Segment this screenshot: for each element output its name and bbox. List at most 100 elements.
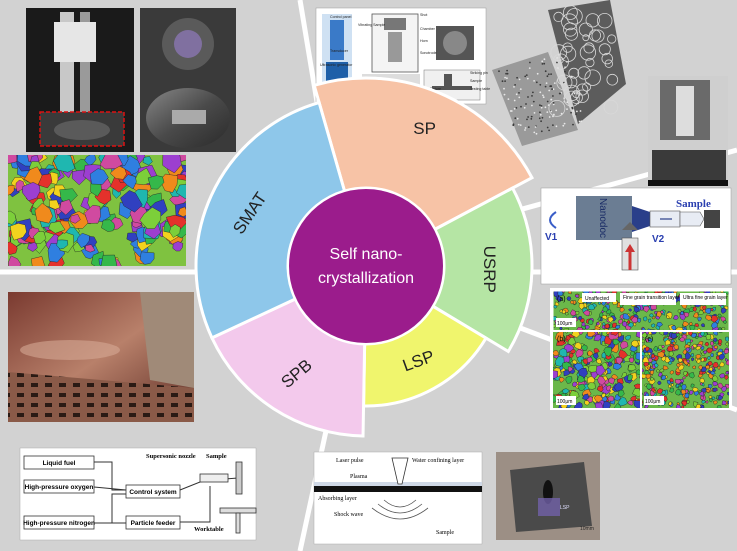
sem-pore xyxy=(582,82,592,92)
usrp-grain xyxy=(605,354,612,360)
ebsd-a-label: (a) xyxy=(557,296,566,303)
sem-grain xyxy=(540,120,542,123)
usrp-grain xyxy=(675,333,680,337)
usrp-grain xyxy=(727,391,729,396)
usrp-grain xyxy=(587,303,596,311)
sem-grain xyxy=(539,91,542,94)
smat-grain xyxy=(139,251,155,265)
usrp-grain xyxy=(719,392,725,398)
smat-grain xyxy=(8,155,19,164)
usrp-grain xyxy=(695,345,702,351)
smat-grain xyxy=(109,165,127,180)
usrp-grain xyxy=(674,379,682,385)
usrp-grain xyxy=(712,362,719,368)
usrp-grain xyxy=(669,387,675,393)
usrp-grain xyxy=(632,388,643,397)
sem-grain xyxy=(527,96,529,98)
usrp-grain xyxy=(673,344,679,350)
sp-label: Vibrating Sample xyxy=(358,23,385,27)
sem-grain xyxy=(538,117,541,120)
sem-grain xyxy=(552,88,555,91)
sem-grain xyxy=(552,124,554,126)
usrp-grain xyxy=(650,304,657,310)
smat-grain xyxy=(142,156,153,166)
usrp-grain xyxy=(627,374,633,381)
usrp-grain xyxy=(558,376,565,383)
usrp-grain xyxy=(650,353,656,359)
sem-grain xyxy=(562,124,565,127)
sem-grain xyxy=(576,110,578,113)
sem-grain xyxy=(553,82,556,84)
sem-grain xyxy=(526,77,529,80)
usrp-grain xyxy=(608,377,615,385)
smat-grain xyxy=(8,185,15,196)
usrp-grain xyxy=(652,316,656,320)
usrp-grain xyxy=(713,345,718,350)
usrp-grain xyxy=(691,357,695,362)
spb-block-label: Particle feeder xyxy=(131,520,176,527)
usrp-grain xyxy=(683,312,690,318)
usrp-grain xyxy=(570,300,575,305)
sem-pore xyxy=(597,13,613,29)
usrp-grain xyxy=(553,315,557,322)
usrp-grain xyxy=(719,361,725,368)
usrp-grain xyxy=(692,387,699,393)
usrp-grain xyxy=(597,316,602,321)
ebsd-layer-ultrafine: Ultra fine grain layer xyxy=(683,295,728,301)
usrp-grain xyxy=(573,401,583,408)
usrp-grain xyxy=(605,385,611,392)
usrp-grain xyxy=(582,393,590,401)
usrp-grain xyxy=(643,305,650,313)
usrp-grain xyxy=(594,402,604,408)
sem-pore xyxy=(572,90,581,99)
sp-sem-images xyxy=(492,0,626,146)
usrp-grain xyxy=(707,360,713,367)
usrp-grain xyxy=(601,392,606,399)
usrp-grain xyxy=(669,370,674,375)
usrp-grain xyxy=(700,323,705,327)
sem-grain xyxy=(523,106,526,109)
smat-grain xyxy=(122,174,137,190)
sem-grain xyxy=(564,70,566,73)
smat-chamber-photo xyxy=(140,8,236,152)
usrp-grain xyxy=(553,394,558,403)
sem-pore xyxy=(577,66,591,80)
sem-grain xyxy=(552,95,554,97)
sem-grain xyxy=(573,92,576,95)
sem-pore xyxy=(607,34,617,44)
sem-grain xyxy=(503,93,506,96)
lsp-schematic: Laser pulse Water confining layer Plasma… xyxy=(313,451,483,545)
smat-grain xyxy=(76,232,90,249)
sem-grain xyxy=(542,94,544,97)
usrp-grain xyxy=(710,321,718,329)
usrp-grain xyxy=(555,295,563,303)
center-title-line1: Self nano- xyxy=(330,246,403,263)
usrp-grain xyxy=(647,351,652,356)
sem-grain xyxy=(524,75,527,78)
smat-grain xyxy=(70,214,81,224)
usrp-grain xyxy=(630,316,638,324)
usrp-grain xyxy=(669,377,674,383)
sem-grain xyxy=(517,123,520,126)
usrp-grain xyxy=(654,311,658,315)
usrp-grain xyxy=(706,347,714,354)
smat-grain xyxy=(31,256,46,266)
usrp-grain xyxy=(627,400,634,406)
usrp-grain xyxy=(657,291,663,294)
usrp-grain xyxy=(607,361,613,367)
usrp-grain xyxy=(574,342,582,350)
usrp-grain xyxy=(705,334,712,341)
sem-grain xyxy=(513,99,516,102)
usrp-grain xyxy=(619,307,625,313)
usrp-grain xyxy=(553,323,557,329)
usrp-grain xyxy=(578,303,585,310)
usrp-grain xyxy=(553,370,559,379)
usrp-grain xyxy=(677,385,683,391)
smat-grain xyxy=(169,224,181,238)
sem-pore xyxy=(576,83,589,96)
smat-grain xyxy=(100,254,118,266)
usrp-grain xyxy=(596,321,600,326)
usrp-grain xyxy=(581,322,586,327)
